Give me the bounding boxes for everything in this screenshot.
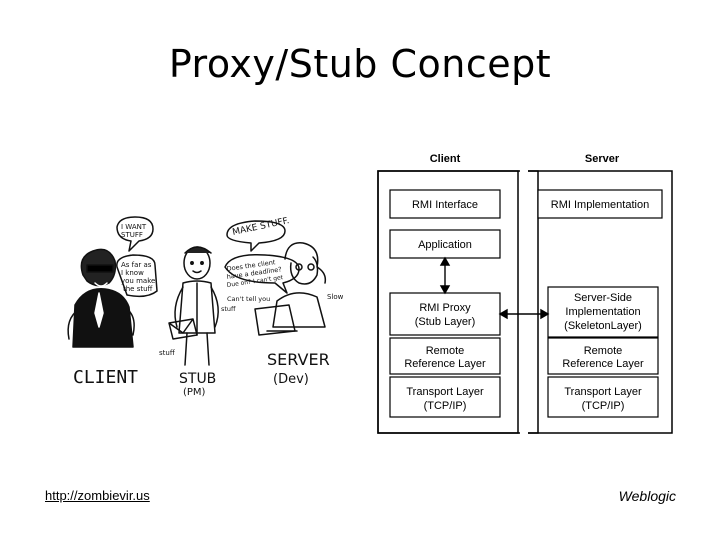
svg-text:CLIENT: CLIENT [73, 367, 138, 388]
rmi-proxy-label-line1: RMI Proxy [419, 302, 471, 314]
rmi-proxy-label-line2: (Stub Layer) [415, 316, 476, 328]
svg-text:I WANT: I WANT [121, 223, 147, 231]
slide-title: Proxy/Stub Concept [168, 42, 552, 86]
svg-text:(PM): (PM) [183, 387, 206, 398]
svg-text:Can't tell you: Can't tell you [227, 295, 270, 303]
footer-link[interactable]: http://zombievir.us [45, 488, 150, 503]
svg-text:I know: I know [121, 269, 144, 277]
client-header: Client [430, 153, 461, 165]
svg-text:STUB: STUB [179, 371, 216, 387]
stub-figure [174, 246, 219, 366]
svg-text:STUFF: STUFF [121, 231, 143, 239]
client-transport-line2: (TCP/IP) [424, 400, 467, 412]
server-header: Server [585, 153, 620, 165]
client-transport-line1: Transport Layer [406, 386, 484, 398]
client-remote-ref-line1: Remote [426, 345, 465, 357]
client-remote-ref-line2: Reference Layer [404, 358, 486, 370]
server-transport-line1: Transport Layer [564, 386, 642, 398]
svg-text:SERVER: SERVER [267, 350, 330, 369]
client-figure [67, 248, 135, 348]
server-remote-ref-line2: Reference Layer [562, 358, 644, 370]
rmi-implementation-box [537, 189, 663, 219]
rmi-proxy-box [389, 292, 501, 336]
application-box [389, 229, 501, 259]
client-transport-box [389, 376, 501, 418]
server-figure [254, 242, 327, 336]
svg-text:stuff: stuff [221, 305, 236, 313]
server-remote-reference-box [547, 337, 659, 375]
skeleton-box [547, 286, 659, 338]
svg-text:you make: you make [121, 277, 155, 285]
envelope-icon [168, 318, 198, 340]
server-transport-line2: (TCP/IP) [582, 400, 625, 412]
svg-text:the stuff: the stuff [123, 285, 153, 293]
rmi-interface-box [389, 189, 501, 219]
proxy-stub-cartoon: I WANT STUFF MAKE STUFF. As far as I kno… [67, 216, 344, 398]
rmi-interface-label: RMI Interface [412, 199, 478, 211]
client-remote-reference-box [389, 337, 501, 375]
skeleton-label-line1: Server-Side [574, 292, 632, 304]
application-label: Application [418, 239, 472, 251]
svg-text:(Dev): (Dev) [273, 372, 309, 387]
server-transport-box [547, 376, 659, 418]
svg-text:MAKE STUFF.: MAKE STUFF. [232, 216, 291, 238]
svg-text:stuff: stuff [159, 349, 175, 357]
svg-text:As far as: As far as [121, 261, 152, 269]
footer-brand: Weblogic [618, 488, 676, 504]
rmi-implementation-label: RMI Implementation [551, 199, 649, 211]
skeleton-label-line2: Implementation [565, 306, 640, 318]
skeleton-label-line3: (SkeletonLayer) [564, 320, 642, 332]
client-panel [377, 170, 519, 434]
server-remote-ref-line1: Remote [584, 345, 623, 357]
rmi-architecture-diagram: Client Server RMI Interface Application … [377, 153, 673, 440]
svg-text:Slow: Slow [327, 293, 344, 301]
